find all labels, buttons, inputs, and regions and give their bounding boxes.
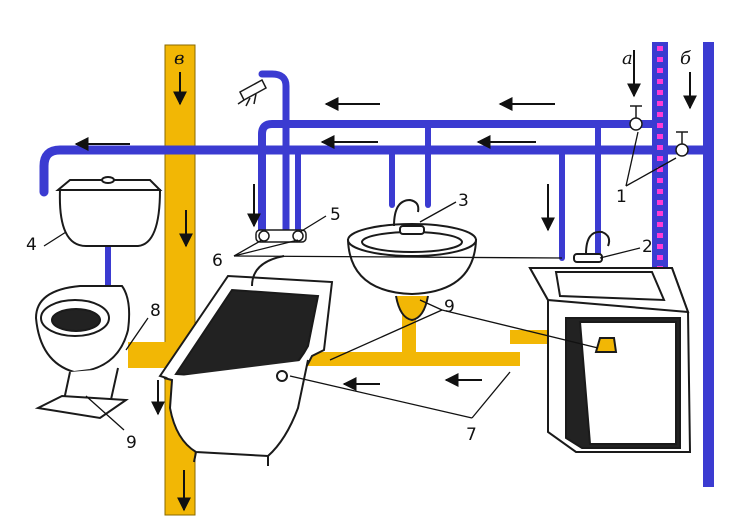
label-hot-riser: а bbox=[622, 48, 633, 69]
riser-valve-icon bbox=[629, 105, 689, 157]
shower-head-icon bbox=[237, 78, 267, 107]
cold-riser bbox=[703, 42, 714, 487]
wash-basin bbox=[346, 198, 478, 322]
water-pipes bbox=[39, 70, 709, 288]
label-cold-riser: б bbox=[680, 48, 692, 69]
bathtub bbox=[158, 255, 334, 466]
toilet-cistern bbox=[58, 189, 162, 247]
label-sewer-riser: в bbox=[174, 48, 184, 69]
toilet bbox=[34, 176, 163, 420]
hot-main-line bbox=[258, 120, 664, 240]
callout-6: 6 bbox=[212, 251, 223, 271]
kitchen-sink-cabinet bbox=[528, 230, 692, 453]
callout-3: 3 bbox=[458, 191, 469, 211]
callout-4: 4 bbox=[26, 235, 37, 255]
shower-pipe bbox=[258, 70, 290, 240]
sewer-branch-toilet bbox=[128, 342, 168, 368]
callout-5: 5 bbox=[330, 205, 341, 225]
callout-2: 2 bbox=[642, 237, 653, 257]
leader-lines bbox=[43, 131, 677, 431]
callout-9-bottom: 9 bbox=[126, 433, 137, 453]
callout-7: 7 bbox=[466, 425, 477, 445]
cold-main-line bbox=[39, 145, 709, 197]
callout-9-top: 9 bbox=[444, 297, 455, 317]
bath-mixer-icon bbox=[255, 229, 307, 243]
toilet-base bbox=[34, 394, 129, 420]
callout-8: 8 bbox=[150, 301, 161, 321]
hot-riser bbox=[652, 42, 668, 332]
callout-1: 1 bbox=[616, 187, 627, 207]
flow-arrows bbox=[74, 50, 697, 512]
